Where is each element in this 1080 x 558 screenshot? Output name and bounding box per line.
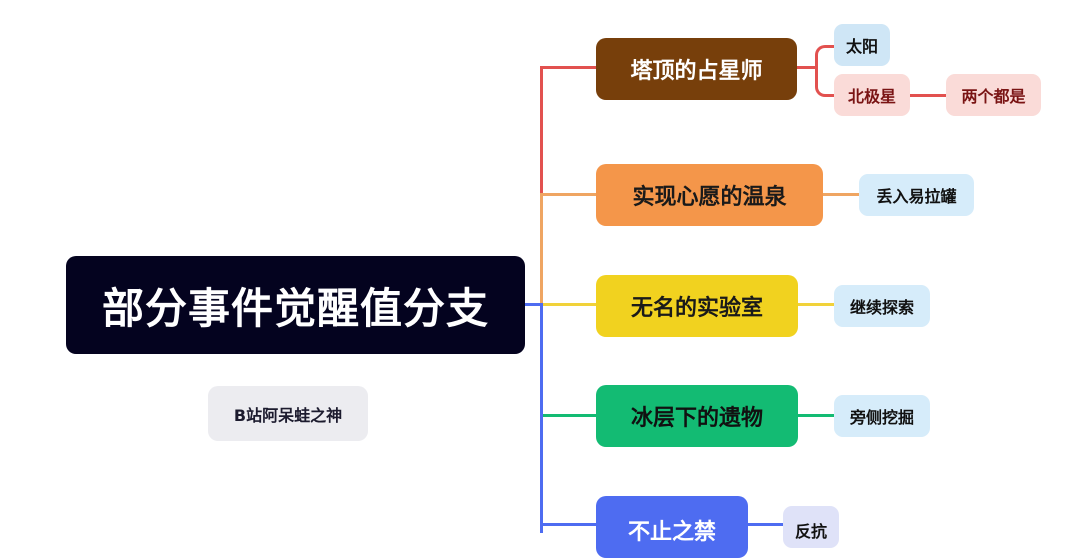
leaf-label: 继续探索 bbox=[849, 298, 914, 317]
leaf-topic-resist[interactable]: 反抗 bbox=[783, 506, 839, 548]
leaf-label: 丢入易拉罐 bbox=[876, 187, 957, 206]
leaf-label: 反抗 bbox=[794, 522, 827, 541]
connector-trunk-blue bbox=[540, 303, 543, 533]
connector-trunk-red bbox=[540, 66, 543, 194]
leaf-topic-dig[interactable]: 旁侧挖掘 bbox=[834, 395, 930, 437]
connector-b4-leaf bbox=[797, 414, 835, 417]
connector-b5-leaf bbox=[746, 523, 784, 526]
leaf-label: 北极星 bbox=[847, 87, 896, 106]
branch-topic-2[interactable]: 实现心愿的温泉 bbox=[596, 164, 823, 226]
connector-trunk-orange bbox=[540, 193, 543, 305]
branch-topic-label: 不止之禁 bbox=[627, 520, 716, 545]
connector-root bbox=[525, 303, 543, 306]
leaf-label: 两个都是 bbox=[961, 87, 1026, 106]
branch-topic-1[interactable]: 塔顶的占星师 bbox=[596, 38, 797, 100]
connector-branch-1 bbox=[540, 66, 598, 69]
leaf-label: 太阳 bbox=[845, 37, 878, 56]
leaf-label: 旁侧挖掘 bbox=[849, 408, 914, 427]
leaf-topic-can[interactable]: 丢入易拉罐 bbox=[859, 174, 974, 216]
connector-b2-leaf bbox=[822, 193, 860, 196]
leaf-topic-both[interactable]: 两个都是 bbox=[946, 74, 1041, 116]
branch-topic-label: 冰层下的遗物 bbox=[630, 406, 763, 431]
connector-b3-leaf bbox=[797, 303, 835, 306]
connector-branch-4 bbox=[543, 414, 598, 417]
connector-branch-2 bbox=[540, 193, 598, 196]
branch-topic-label: 塔顶的占星师 bbox=[630, 59, 763, 84]
signature-text: B站阿呆蛙之神 bbox=[233, 405, 343, 425]
root-topic[interactable]: 部分事件觉醒值分支 bbox=[66, 256, 525, 354]
leaf-topic-explore[interactable]: 继续探索 bbox=[834, 285, 930, 327]
branch-topic-3[interactable]: 无名的实验室 bbox=[596, 275, 798, 337]
connector-b1-out bbox=[797, 66, 817, 69]
branch-topic-4[interactable]: 冰层下的遗物 bbox=[596, 385, 798, 447]
leaf-topic-sun[interactable]: 太阳 bbox=[834, 24, 890, 66]
branch-topic-label: 无名的实验室 bbox=[630, 296, 763, 321]
connector-branch-5 bbox=[543, 523, 598, 526]
root-topic-label: 部分事件觉醒值分支 bbox=[101, 283, 489, 333]
branch-topic-label: 实现心愿的温泉 bbox=[632, 185, 787, 210]
leaf-topic-polaris[interactable]: 北极星 bbox=[834, 74, 910, 116]
connector-branch-3 bbox=[543, 303, 598, 306]
connector-b1-fork bbox=[815, 45, 835, 97]
branch-topic-5[interactable]: 不止之禁 bbox=[596, 496, 748, 558]
signature-label: B站阿呆蛙之神 bbox=[208, 386, 368, 441]
connector-b1-leaf2 bbox=[908, 94, 948, 97]
